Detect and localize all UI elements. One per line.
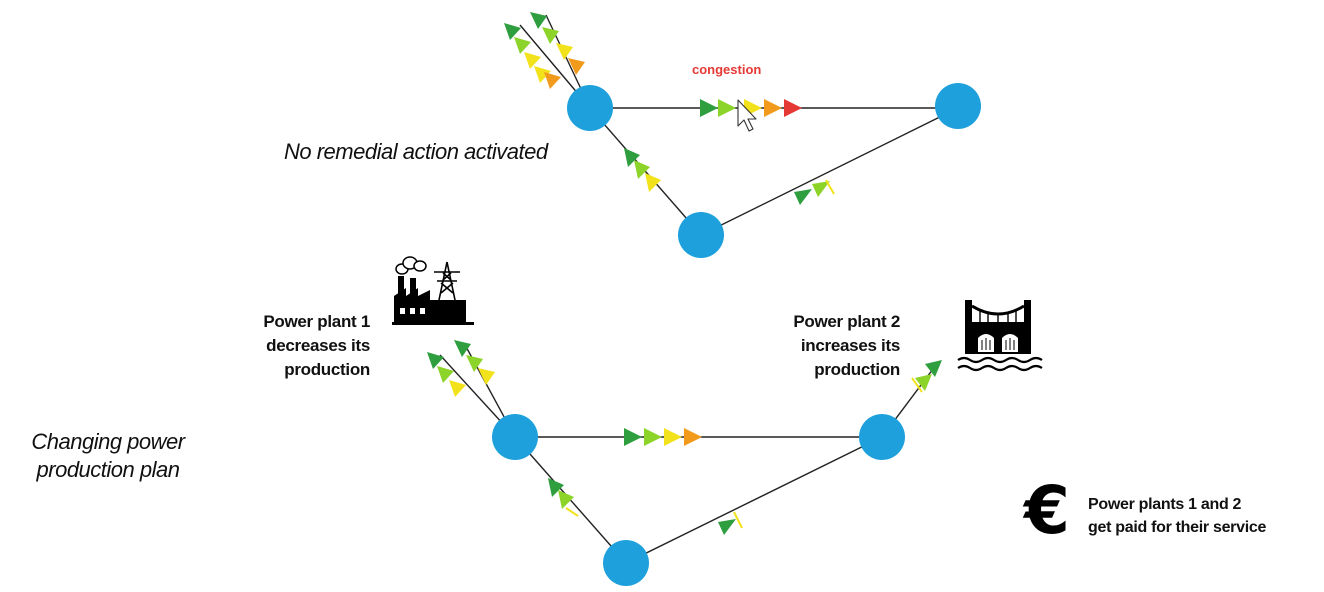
top-network — [504, 12, 981, 258]
flow-arrow-lightgreen — [514, 37, 531, 54]
payment-label: Power plants 1 and 2 get paid for their … — [1088, 493, 1320, 539]
plant2-label-line3: production — [814, 360, 900, 379]
flow-arrow-lightgreen — [437, 366, 454, 383]
flow-arrow-lightgreen — [466, 355, 483, 372]
flow-tick — [825, 179, 835, 195]
flow-arrow-green — [624, 428, 642, 446]
flow-arrow-orange — [684, 428, 702, 446]
node-top-b — [935, 83, 981, 129]
bottom-network — [427, 340, 942, 586]
payment-label-line1: Power plants 1 and 2 — [1088, 496, 1242, 513]
flow-arrow-yellow — [534, 66, 551, 83]
flow-arrow-yellow — [556, 43, 573, 60]
flow-tick — [565, 507, 579, 517]
payment-label-line2: get paid for their service — [1088, 519, 1267, 536]
flow-arrow-lightgreen — [644, 428, 662, 446]
factory-icon — [392, 256, 474, 325]
flow-arrow-yellow — [449, 380, 466, 397]
flow-tick — [733, 511, 743, 529]
flow-arrow-yellow — [478, 368, 495, 385]
flow-arrow-green — [925, 360, 942, 377]
congestion-label: congestion — [692, 62, 762, 77]
flow-arrow-green — [530, 12, 547, 29]
flow-arrow-red — [784, 99, 802, 117]
flow-arrow-green — [794, 189, 812, 205]
plant1-label: Power plant 1 decreases its production — [200, 310, 370, 382]
flow-arrow-green — [454, 340, 471, 357]
plant2-label: Power plant 2 increases its production — [730, 310, 900, 382]
caption-line-1: Changing power — [31, 429, 185, 454]
flow-arrow-orange — [764, 99, 782, 117]
flow-arrow-lightgreen — [718, 99, 736, 117]
node-top-c — [678, 212, 724, 258]
mouse-cursor-icon — [737, 99, 757, 132]
plant2-label-line1: Power plant 2 — [793, 312, 900, 331]
caption-changing-production-plan: Changing power production plan — [16, 428, 200, 484]
flow-arrow-green — [548, 478, 564, 497]
flow-tick — [911, 377, 923, 393]
plant1-label-line3: production — [284, 360, 370, 379]
flow-arrow-orange — [568, 58, 585, 75]
flow-arrow-green — [427, 352, 444, 369]
flow-arrow-yellow — [664, 428, 682, 446]
flow-arrow-orange — [544, 72, 561, 89]
flow-arrow-yellow — [524, 52, 541, 69]
plant1-label-line2: decreases its — [266, 336, 370, 355]
node-top-a — [567, 85, 613, 131]
flow-arrow-yellow — [645, 173, 661, 192]
plant1-label-line1: Power plant 1 — [263, 312, 370, 331]
flow-arrow-lightgreen — [915, 374, 932, 391]
hydro-dam-icon — [957, 300, 1043, 372]
plant2-label-line2: increases its — [800, 336, 900, 355]
caption-line-2: production plan — [36, 457, 180, 482]
flow-arrow-green — [700, 99, 718, 117]
flow-arrow-green — [718, 519, 736, 535]
top-edge-c-b — [700, 107, 959, 236]
euro-icon: € — [1024, 472, 1070, 549]
bottom-edge-c-b — [625, 436, 883, 564]
node-bottom-c — [603, 540, 649, 586]
flow-arrow-lightgreen — [542, 27, 559, 44]
flow-arrow-green — [624, 148, 640, 167]
flow-arrow-green — [504, 23, 521, 40]
flow-arrow-lightgreen — [558, 490, 574, 509]
flow-arrow-lightgreen — [812, 181, 830, 197]
node-bottom-b — [859, 414, 905, 460]
node-bottom-a — [492, 414, 538, 460]
flow-arrow-lightgreen — [634, 160, 650, 179]
caption-no-remedial-action: No remedial action activated — [284, 139, 548, 164]
